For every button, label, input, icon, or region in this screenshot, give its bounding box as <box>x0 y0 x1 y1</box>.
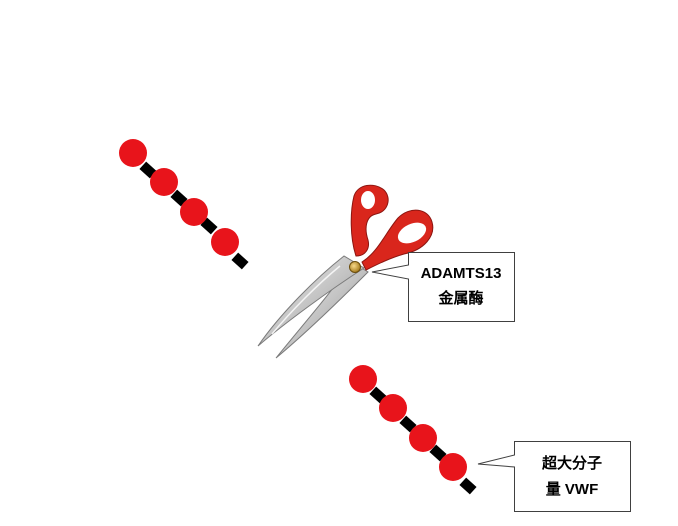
chain-linker <box>139 161 157 179</box>
scissors-blade <box>275 261 369 359</box>
handle-hole <box>397 222 427 244</box>
callout-box <box>371 252 515 322</box>
vwf-bead <box>211 228 239 256</box>
chain-linker <box>170 189 188 207</box>
scissors-icon <box>257 184 434 359</box>
vwf-bead <box>409 424 437 452</box>
vwf-bead <box>150 168 178 196</box>
lower-vwf-chain <box>349 365 477 495</box>
chain-end-linker <box>459 477 477 495</box>
callout-box <box>477 441 631 512</box>
vwf-bead <box>180 198 208 226</box>
vwf-bead <box>379 394 407 422</box>
vwf-bead <box>349 365 377 393</box>
callout-subtitle: 金属酶 <box>437 289 483 307</box>
callout-title: 超大分子 <box>541 454 602 472</box>
substrate-callout: 超大分子 量 VWF <box>477 441 631 512</box>
scissors-pivot <box>349 261 361 273</box>
chain-linker <box>429 444 447 462</box>
handle-hole <box>361 191 375 209</box>
callout-title: ADAMTS13 <box>421 265 502 282</box>
upper-vwf-chain <box>119 139 249 270</box>
chain-linker <box>399 415 417 433</box>
chain-linker <box>200 217 218 235</box>
scissors-blade <box>257 255 365 347</box>
callout-subtitle: 量 VWF <box>546 481 599 498</box>
enzyme-callout: ADAMTS13 金属酶 <box>371 252 515 322</box>
blade-highlight <box>271 265 341 335</box>
vwf-bead <box>119 139 147 167</box>
vwf-bead <box>439 453 467 481</box>
scissors-handle <box>350 184 389 257</box>
chain-end-linker <box>231 252 249 270</box>
